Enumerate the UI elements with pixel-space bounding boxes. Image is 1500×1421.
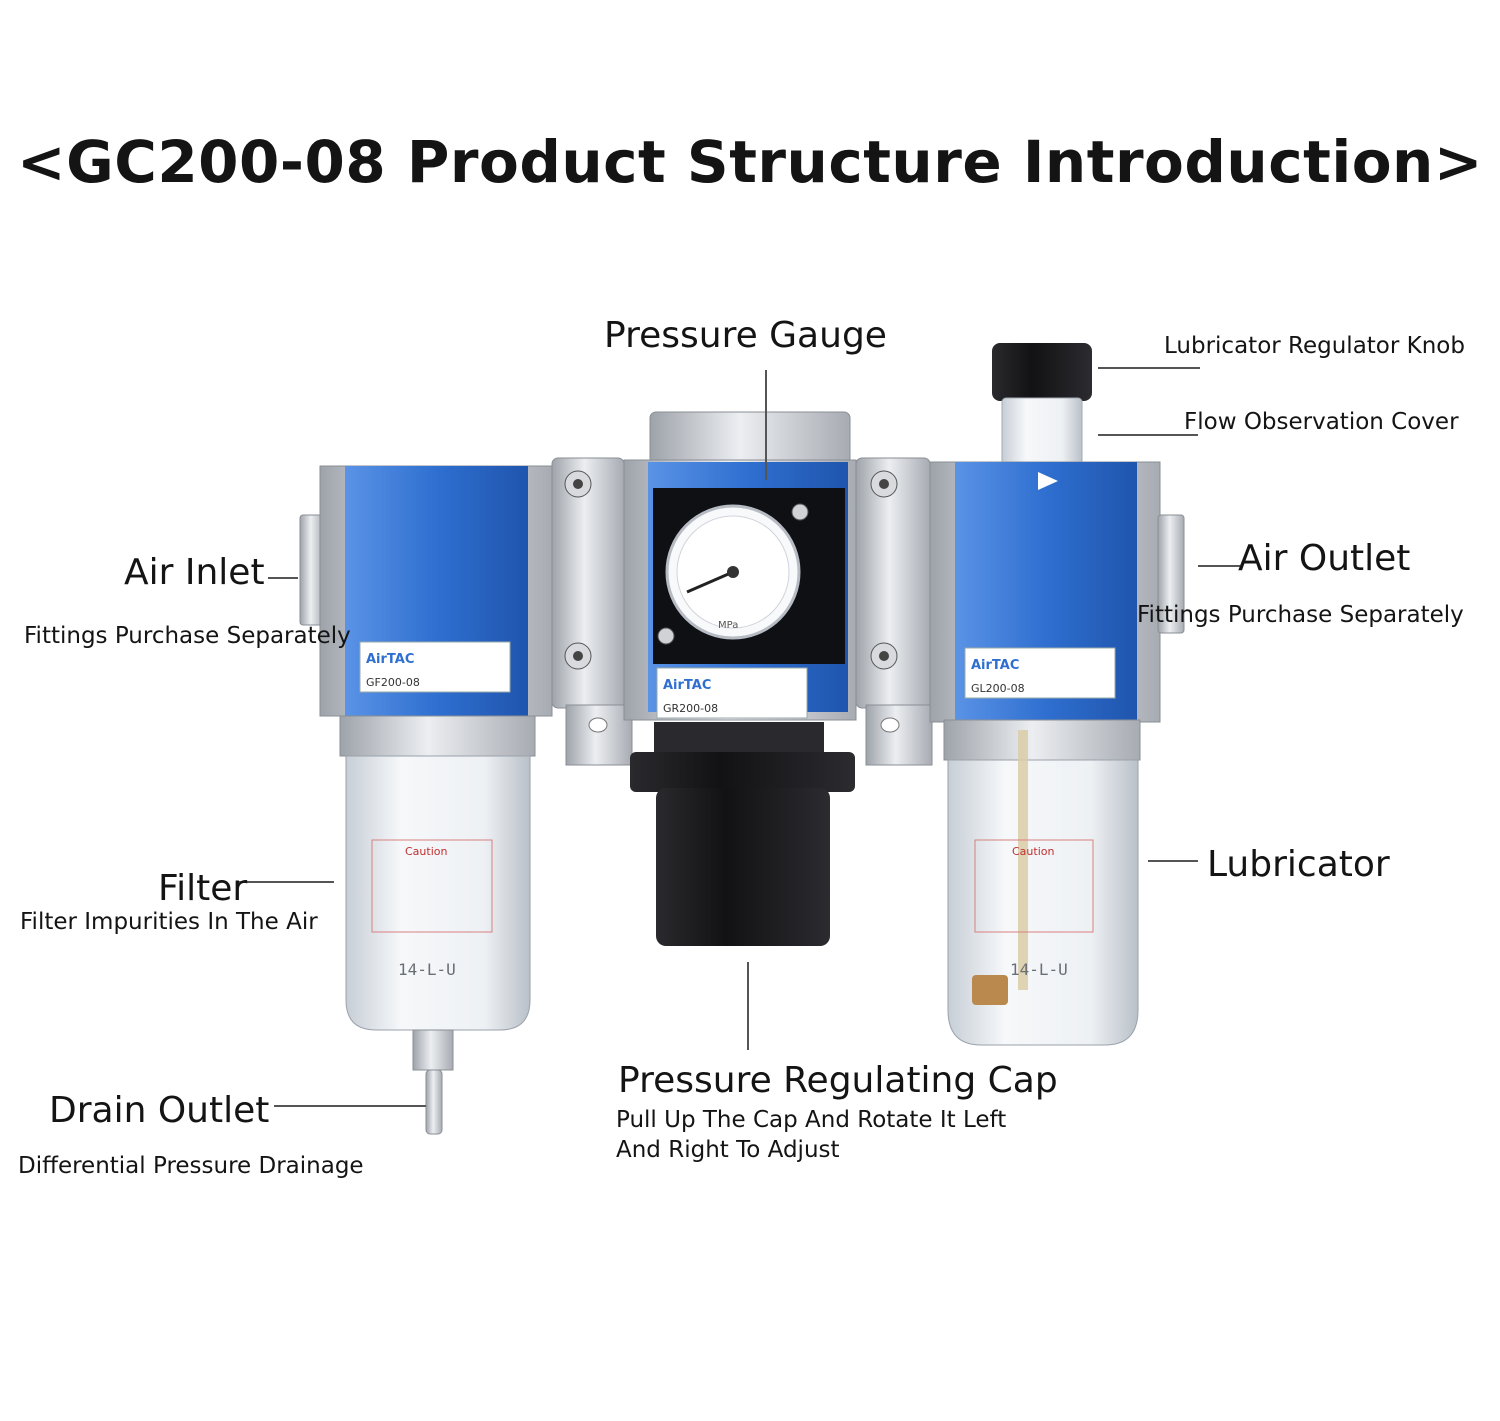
filter-collar xyxy=(340,716,535,756)
regulator-model: GR200-08 xyxy=(663,702,718,715)
label-lubricator: Lubricator xyxy=(1207,844,1390,886)
lubricator-model: GL200-08 xyxy=(971,682,1025,695)
label-lubricator-knob: Lubricator Regulator Knob xyxy=(1164,332,1465,360)
pressure-gauge-dial: MPa xyxy=(667,506,799,638)
siphon-tube xyxy=(1018,730,1028,990)
label-drain-note: Differential Pressure Drainage xyxy=(18,1152,364,1180)
lubricator-bowl-marking: 14-L-U xyxy=(1010,960,1068,979)
left-connector xyxy=(552,458,632,765)
label-air-inlet: Air Inlet xyxy=(124,552,265,594)
pressure-regulating-cap xyxy=(656,788,830,946)
regulator-brand: AirTAC xyxy=(663,678,711,693)
label-pressure-gauge: Pressure Gauge xyxy=(604,315,887,357)
oil-filter-element xyxy=(972,975,1008,1005)
filter-caution-text: Caution xyxy=(405,845,447,858)
flow-observation-cover xyxy=(1002,398,1082,470)
label-pressure-cap-note-1: Pull Up The Cap And Rotate It Left xyxy=(616,1106,1006,1134)
label-filter-note: Filter Impurities In The Air xyxy=(20,908,318,936)
lubricator-caution-text: Caution xyxy=(1012,845,1054,858)
gauge-bezel xyxy=(650,412,850,464)
lubricator-regulator-knob xyxy=(992,343,1092,401)
gauge-unit: MPa xyxy=(718,620,738,631)
filter-bowl-marking: 14-L-U xyxy=(398,960,456,979)
right-connector xyxy=(856,458,932,765)
drain-nut xyxy=(413,1030,453,1070)
label-pressure-cap-note-2: And Right To Adjust xyxy=(616,1136,840,1164)
lubricator-unit: AirTAC GL200-08 Caution 14-L-U xyxy=(930,343,1184,1045)
label-air-outlet: Air Outlet xyxy=(1238,538,1410,580)
label-pressure-cap: Pressure Regulating Cap xyxy=(618,1060,1058,1102)
label-air-inlet-note: Fittings Purchase Separately xyxy=(24,622,351,650)
lubricator-collar xyxy=(944,720,1140,760)
cap-locknut xyxy=(630,752,855,792)
filter-model: GF200-08 xyxy=(366,676,420,689)
label-flow-cover: Flow Observation Cover xyxy=(1184,408,1459,436)
label-drain-outlet: Drain Outlet xyxy=(49,1090,269,1132)
filter-unit: AirTAC GF200-08 Caution 14-L-U xyxy=(300,466,552,1134)
cap-thread xyxy=(654,722,824,754)
label-filter: Filter xyxy=(158,868,247,910)
filter-bowl xyxy=(346,756,530,1030)
filter-brand: AirTAC xyxy=(366,652,414,667)
drain-outlet-valve xyxy=(426,1070,442,1134)
lubricator-brand: AirTAC xyxy=(971,658,1019,673)
label-air-outlet-note: Fittings Purchase Separately xyxy=(1137,601,1464,629)
regulator-unit: MPa AirTAC GR200-08 xyxy=(624,412,856,946)
